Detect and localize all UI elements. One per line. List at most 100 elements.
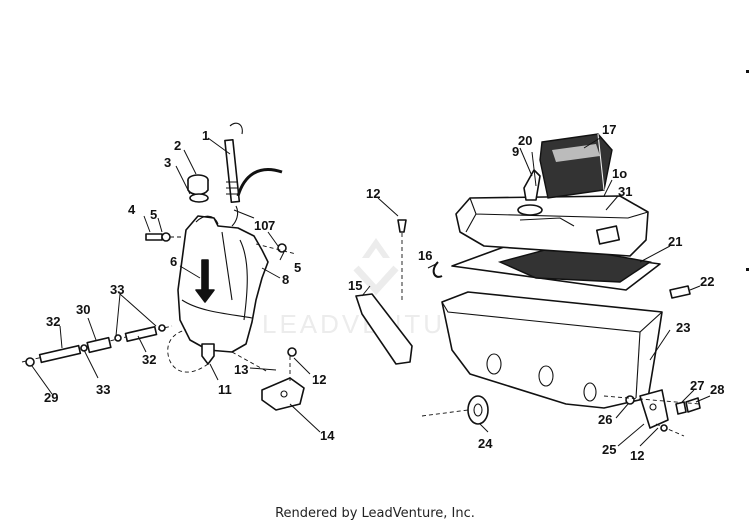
callout-20: 20 <box>518 133 532 148</box>
callout-1: 1 <box>202 128 209 143</box>
latch-screw-path <box>655 423 685 437</box>
vent-hose <box>236 168 283 197</box>
callout-5-left: 5 <box>150 207 157 222</box>
wing-nut <box>523 169 541 201</box>
callout-31: 31 <box>618 184 632 199</box>
callout-24: 24 <box>478 436 493 451</box>
base-edge <box>635 331 641 399</box>
callout-17: 17 <box>602 122 616 137</box>
screw <box>145 233 163 241</box>
latch-plate <box>639 389 669 429</box>
callout-7: 7 <box>268 218 275 233</box>
tank-ridge <box>221 231 233 301</box>
fuel-level-arrow <box>195 259 215 303</box>
cap-gasket <box>189 193 209 203</box>
washer <box>625 395 635 405</box>
wing-nut-base <box>517 204 543 216</box>
base-hole <box>583 382 597 402</box>
callout-28: 28 <box>710 382 724 397</box>
callout-14: 14 <box>320 428 335 443</box>
callout-10: 10 <box>254 218 268 233</box>
leader-lines <box>31 137 711 447</box>
grommet <box>467 395 489 425</box>
callout-33-bottom: 33 <box>96 382 110 397</box>
grommet-path <box>421 409 469 417</box>
bolt <box>287 347 297 357</box>
callout-9: 9 <box>512 144 519 159</box>
callout-12-bottom: 12 <box>630 448 644 463</box>
callout-22: 22 <box>700 274 714 289</box>
hose-clamp <box>158 324 166 332</box>
base-hole <box>486 353 502 375</box>
callout-5-right: 5 <box>294 260 301 275</box>
cover-cutout <box>519 217 575 227</box>
footer-credit: Rendered by LeadVenture, Inc. <box>275 506 475 521</box>
air-cleaner-base <box>441 291 663 409</box>
callout-23: 23 <box>676 320 690 335</box>
callout-12-left: 12 <box>312 372 326 387</box>
retaining-clip <box>432 261 443 278</box>
hose-clamp <box>114 334 122 342</box>
screw <box>685 397 701 413</box>
tank-seam <box>181 299 253 319</box>
callout-13: 13 <box>234 362 248 377</box>
mounting-bracket <box>355 293 413 365</box>
tube-threads <box>226 181 238 195</box>
outlet-fitting <box>201 343 215 365</box>
callout-21: 21 <box>668 234 682 249</box>
callout-11: 11 <box>218 382 232 397</box>
washer <box>675 401 687 415</box>
foam-edge <box>597 133 605 191</box>
cover-label <box>595 225 621 245</box>
tank-neck <box>195 215 219 225</box>
tube-handle <box>229 122 243 135</box>
callout-labels: 1 2 3 4 5 5 6 7 8 10 11 12 12 12 13 14 1… <box>44 122 724 463</box>
callout-16: 16 <box>418 248 432 263</box>
air-cleaner-cover <box>455 195 649 257</box>
hose-clamp <box>231 205 239 227</box>
screw <box>660 424 668 432</box>
callout-27: 27 <box>690 378 704 393</box>
latch-bolt-path <box>603 395 701 405</box>
bracket-hole <box>280 390 288 398</box>
fuel-tank <box>177 215 269 353</box>
fuel-filter <box>86 336 112 354</box>
callout-15: 15 <box>348 278 362 293</box>
edge-mark <box>746 268 749 271</box>
filler-tube <box>224 138 241 204</box>
washer <box>161 232 171 242</box>
fuel-line-path <box>167 329 209 373</box>
base-hole <box>538 365 554 387</box>
fuel-line-section <box>124 325 158 343</box>
callout-26: 26 <box>598 412 612 427</box>
callout-6: 6 <box>170 254 177 269</box>
fuel-line-section <box>38 344 82 364</box>
callout-29: 29 <box>44 390 58 405</box>
base-rim <box>441 301 663 333</box>
latch-clip <box>669 285 691 299</box>
grommet-hole <box>473 403 483 417</box>
foam-texture <box>552 144 600 162</box>
tank-ridge <box>239 239 248 321</box>
callout-2: 2 <box>174 138 181 153</box>
fuel-tank-assembly <box>21 122 305 411</box>
callout-4: 4 <box>128 202 136 217</box>
callout-32-right: 32 <box>142 352 156 367</box>
tank-bracket <box>261 377 305 411</box>
callout-32-left: 32 <box>46 314 60 329</box>
hose-clamp <box>25 357 35 367</box>
latch-hole <box>649 403 657 411</box>
callout-8: 8 <box>282 272 289 287</box>
callout-30: 30 <box>76 302 90 317</box>
callout-12-top: 12 <box>366 186 380 201</box>
callout-33-top: 33 <box>110 282 124 297</box>
air-cleaner-assembly <box>355 133 701 437</box>
fuel-cap-body <box>187 180 209 196</box>
bolt <box>397 219 407 233</box>
cover-ridge <box>465 197 649 233</box>
callout-10-cover: 1o <box>612 166 627 181</box>
callout-25: 25 <box>602 442 616 457</box>
callout-3: 3 <box>164 155 171 170</box>
edge-mark <box>746 70 749 73</box>
